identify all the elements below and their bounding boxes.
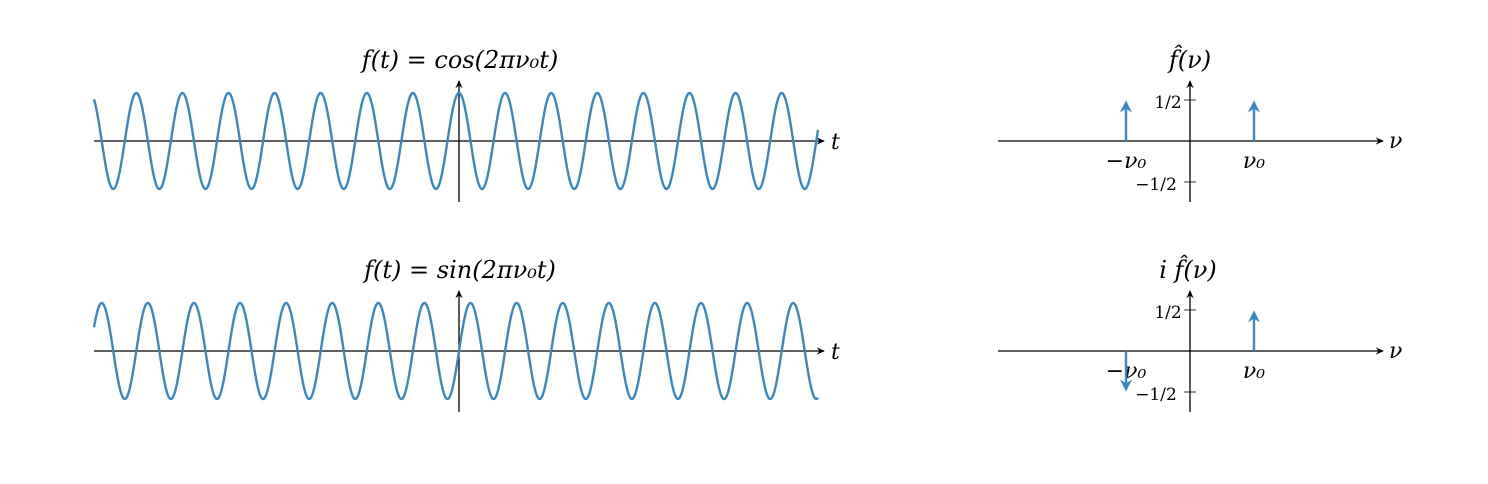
sin-freq-panel: i f̂(ν) 1/2 −1/2 −ν₀ ν₀ ν	[998, 255, 1402, 412]
cos-freq-axis-label: ν	[1389, 129, 1402, 154]
cos-ytick-label-neg-half: −1/2	[1135, 175, 1177, 195]
cos-time-axis-label: t	[831, 130, 840, 155]
cos-delta-group	[1120, 100, 1260, 141]
sin-ytick-label-half: 1/2	[1154, 303, 1181, 323]
cos-panel-title: f(t) = cos(2πν₀t)	[360, 46, 558, 74]
cos-waveform	[92, 91, 820, 191]
sin-time-panel: f(t) = sin(2πν₀t) t	[92, 256, 840, 412]
cos-ft-title: f̂(ν)	[1167, 45, 1211, 74]
cos-xtick-label-neg-nu0: −ν₀	[1106, 149, 1147, 174]
cos-xtick-label-nu0: ν₀	[1243, 149, 1265, 174]
sin-xtick-label-nu0: ν₀	[1243, 359, 1265, 384]
cos-ytick-label-half: 1/2	[1154, 93, 1181, 113]
sin-time-axis-label: t	[831, 340, 840, 365]
sin-freq-axis-label: ν	[1389, 339, 1402, 364]
sin-delta-group	[1120, 310, 1260, 392]
sin-panel-title: f(t) = sin(2πν₀t)	[362, 256, 556, 284]
cos-time-panel: f(t) = cos(2πν₀t) t	[92, 46, 840, 202]
sin-ft-title: i f̂(ν)	[1159, 255, 1217, 284]
sin-waveform	[92, 301, 819, 401]
sin-ytick-label-neg-half: −1/2	[1135, 385, 1177, 405]
cos-freq-panel: f̂(ν) 1/2 −1/2 −ν₀ ν₀ ν	[998, 45, 1402, 202]
